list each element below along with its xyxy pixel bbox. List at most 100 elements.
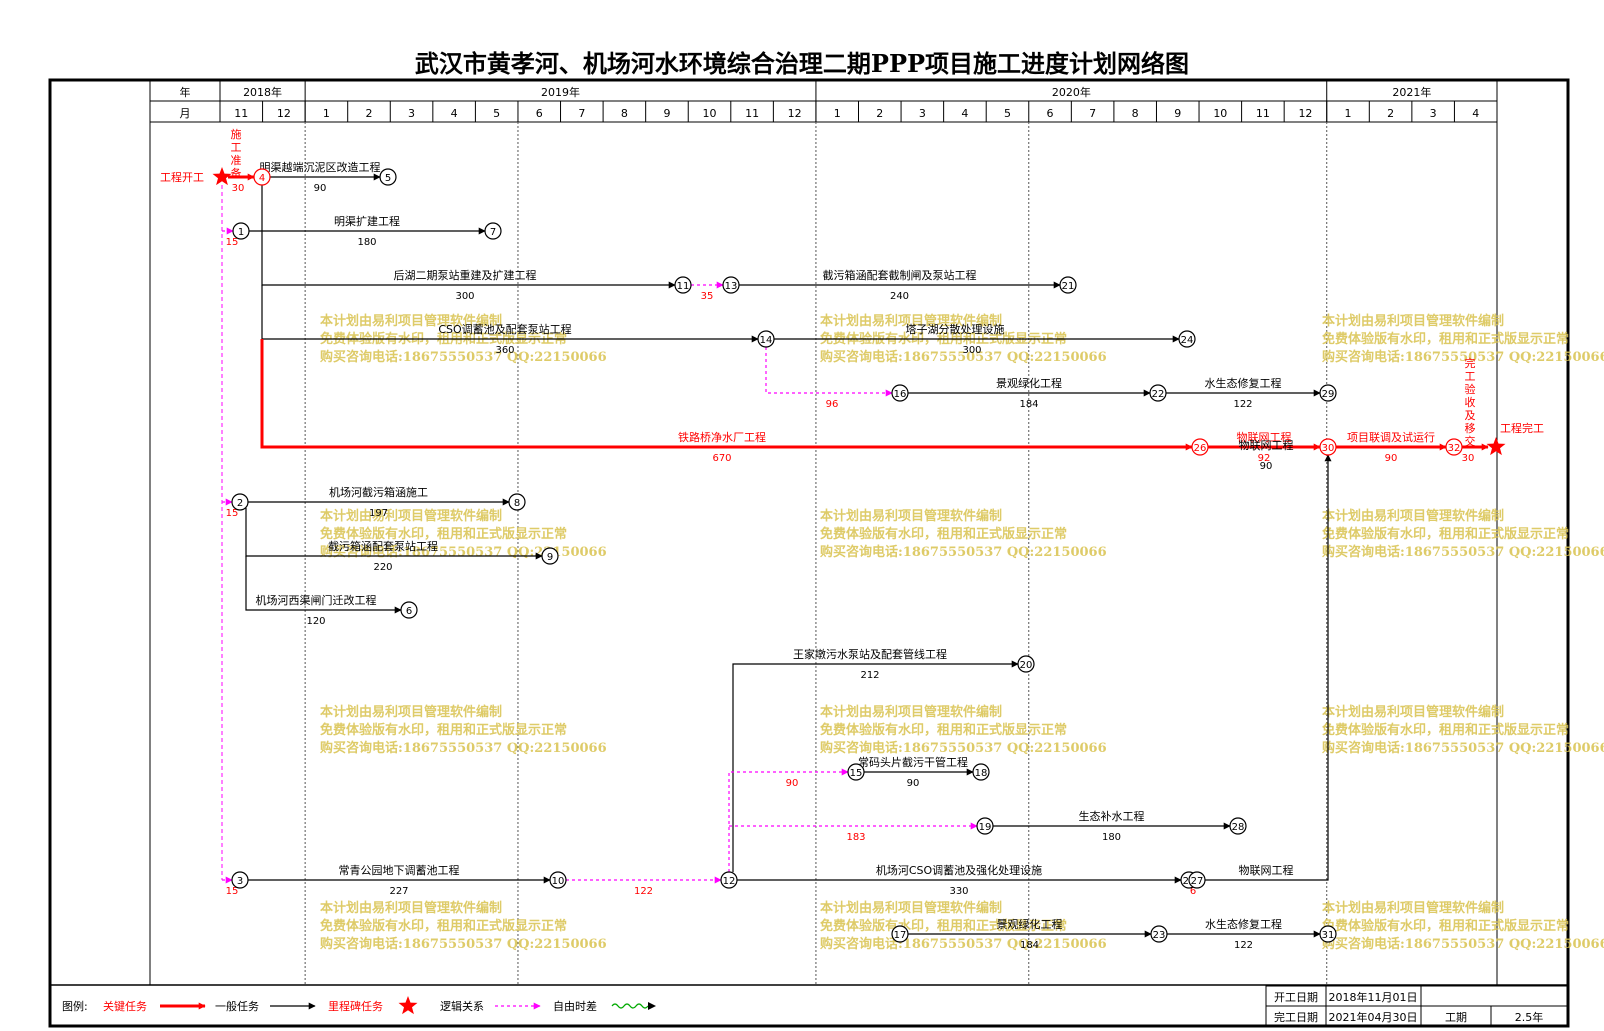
info-duration-value: 2.5年 (1515, 1010, 1544, 1024)
task-duration: 122 (1234, 940, 1253, 951)
node-label: 15 (850, 768, 863, 779)
task-name: 铁路桥净水厂工程 (678, 430, 766, 444)
node-label: 30 (1322, 443, 1335, 454)
task-duration: 183 (846, 832, 865, 843)
node-21 (1059, 276, 1077, 294)
watermark-line: 购买咨询电话:18675550537 QQ:22150066 (820, 349, 1107, 365)
final-vertical-label: 验 (1465, 382, 1476, 396)
month-cell: 12 (1298, 107, 1312, 120)
watermark-line: 免费体验版有水印，租用和正式版显示正常 (1322, 526, 1569, 542)
task-name: 常码头片截污干管工程 (858, 755, 968, 769)
end-label: 工程完工 (1500, 421, 1544, 435)
node-label: 2 (237, 498, 243, 509)
watermark-line: 免费体验版有水印，租用和正式版显示正常 (320, 722, 567, 738)
watermark-line: 免费体验版有水印，租用和正式版显示正常 (1322, 331, 1569, 347)
info-start-value: 2018年11月01日 (1329, 990, 1418, 1004)
node-26 (1191, 438, 1209, 456)
watermark-line: 本计划由易利项目管理软件编制 (1322, 508, 1504, 524)
node-label: 23 (1153, 930, 1166, 941)
month-cell: 7 (1089, 107, 1096, 120)
month-cell: 6 (1047, 107, 1054, 120)
task-duration: 220 (373, 562, 392, 573)
node-20 (1017, 655, 1035, 673)
node-label: 12 (723, 876, 736, 887)
final-vertical-label: 工 (1465, 370, 1476, 383)
start-label: 工程开工 (160, 171, 204, 184)
task-duration: 96 (826, 399, 839, 410)
watermark-line: 本计划由易利项目管理软件编制 (1322, 313, 1504, 329)
node-label: 11 (677, 281, 690, 292)
year-cell: 2020年 (1052, 85, 1091, 99)
task-name: 项目联调及试运行 (1347, 431, 1435, 444)
task-name: 水生态修复工程 (1205, 376, 1282, 390)
outer-frame (48, 78, 1570, 1028)
task-name: 机场河西渠闸门迁改工程 (256, 593, 377, 607)
watermark-line: 免费体验版有水印，租用和正式版显示正常 (1322, 722, 1569, 738)
node-17 (891, 925, 909, 943)
legend-milestone-star (398, 996, 418, 1015)
task-name: 塔子湖分散处理设施 (906, 322, 1005, 336)
task-duration: 15 (226, 886, 239, 897)
watermark-line: 本计划由易利项目管理软件编制 (820, 900, 1002, 916)
node-14 (757, 330, 775, 348)
month-cell: 8 (1132, 107, 1139, 120)
node-10 (549, 871, 567, 889)
month-cell: 10 (703, 107, 717, 120)
node-label: 22 (1152, 389, 1165, 400)
watermark-line: 购买咨询电话:18675550537 QQ:22150066 (1322, 740, 1604, 756)
year-header-label: 年 (180, 85, 191, 99)
node-4 (253, 168, 271, 186)
legend-float-arrow (648, 1002, 656, 1010)
task-duration: 35 (701, 291, 714, 302)
node-1 (232, 222, 250, 240)
watermark-line: 免费体验版有水印，租用和正式版显示正常 (820, 918, 1067, 934)
watermark-line: 本计划由易利项目管理软件编制 (1322, 704, 1504, 720)
task-arrow-t2730 (1205, 454, 1332, 881)
task-name: 机场河截污箱涵施工 (329, 485, 428, 499)
chart-title: 武汉市黄孝河、机场河水环境综合治理二期PPP项目施工进度计划网络图 (414, 49, 1190, 78)
watermark-line: 免费体验版有水印，租用和正式版显示正常 (1322, 918, 1569, 934)
node-label: 5 (385, 173, 391, 184)
end-milestone-star (1486, 437, 1506, 456)
task-duration: 197 (369, 508, 388, 519)
node-label: 7 (490, 227, 496, 238)
month-cell: 10 (1213, 107, 1227, 120)
month-cell: 12 (788, 107, 802, 120)
watermark-line: 购买咨询电话:18675550537 QQ:22150066 (820, 740, 1107, 756)
month-cell: 4 (1472, 107, 1479, 120)
legend-milestone-text: 里程碑任务 (328, 1000, 383, 1013)
year-cell: 2019年 (541, 85, 580, 99)
year-cell: 2021年 (1392, 85, 1431, 99)
task-duration: 90 (1260, 461, 1273, 472)
task-duration: 330 (949, 886, 968, 897)
watermark-line: 免费体验版有水印，租用和正式版显示正常 (820, 526, 1067, 542)
month-cell: 11 (745, 107, 759, 120)
watermark-line: 本计划由易利项目管理软件编制 (820, 508, 1002, 524)
legend-label: 图例: (62, 999, 88, 1013)
month-cell: 3 (1430, 107, 1437, 120)
task-name: CSO调蓄池及配套泵站工程 (438, 322, 571, 336)
node-label: 4 (259, 173, 265, 184)
legend-normal-text: 一般任务 (215, 1000, 259, 1013)
watermark-line: 本计划由易利项目管理软件编制 (320, 313, 502, 329)
prep-vertical-label: 准 (231, 154, 242, 167)
node-label: 31 (1322, 930, 1335, 941)
task-name: 景观绿化工程 (996, 376, 1062, 390)
task-duration: 360 (495, 345, 514, 356)
node-label: 18 (975, 768, 988, 779)
month-cell: 5 (493, 107, 500, 120)
month-cell: 3 (408, 107, 415, 120)
task-name: 后湖二期泵站重建及扩建工程 (394, 268, 537, 282)
task-duration: 90 (786, 778, 799, 789)
node-label: 1 (238, 227, 244, 238)
task-duration: 180 (357, 237, 376, 248)
node-label: 24 (1181, 335, 1194, 346)
task-duration: 300 (962, 345, 981, 356)
task-duration: 180 (1102, 832, 1121, 843)
node-label: 20 (1020, 660, 1033, 671)
node-6 (400, 601, 418, 619)
node-13 (722, 276, 740, 294)
node-32 (1445, 438, 1463, 456)
task-duration: 92 (1258, 453, 1271, 464)
month-cell: 4 (961, 107, 968, 120)
